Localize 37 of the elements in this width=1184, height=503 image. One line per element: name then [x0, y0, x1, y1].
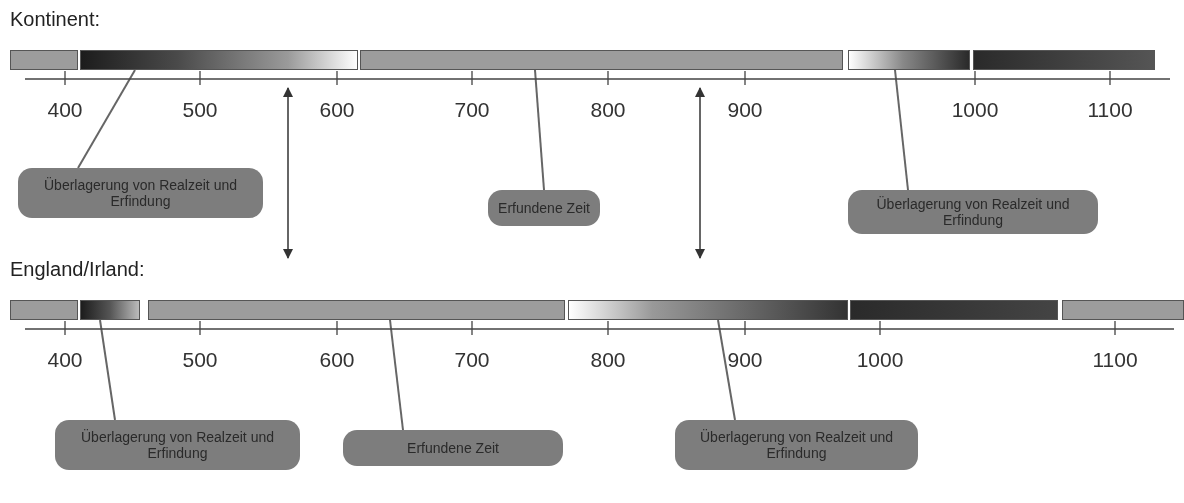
timeline-heading: England/Irland: [10, 258, 145, 281]
axis-tick-label: 1000 [951, 98, 999, 122]
callout-bubble: Überlagerung von Realzeit und Erfindung [675, 420, 918, 470]
timeline-bar-segment [973, 50, 1155, 70]
timeline-bar-segment [80, 300, 140, 320]
callout-bubble: Überlagerung von Realzeit und Erfindung [848, 190, 1098, 234]
axis-tick-label: 500 [182, 348, 218, 372]
axis-tick-label: 1100 [1087, 98, 1133, 122]
axis-tick-label: 600 [319, 98, 355, 122]
timeline-bar-segment [848, 50, 970, 70]
axis-tick-label: 900 [727, 348, 763, 372]
axis-tick-label: 400 [47, 98, 83, 122]
callout-bubble: Überlagerung von Realzeit und Erfindung [55, 420, 300, 470]
timeline-heading: Kontinent: [10, 8, 101, 31]
axis-tick-label: 600 [319, 348, 355, 372]
double-arrow [695, 87, 705, 259]
timeline-bar-segment [10, 300, 78, 320]
callout-bubble: Erfundene Zeit [343, 430, 563, 466]
axis-tick-label: 700 [454, 348, 490, 372]
axis-tick-label: 400 [47, 348, 83, 372]
timeline-bar-segment [568, 300, 848, 320]
timeline-bar-segment [148, 300, 565, 320]
axis-tick-label: 1000 [856, 348, 904, 372]
axis-tick-label: 1100 [1092, 348, 1138, 372]
axis-tick-label: 500 [182, 98, 218, 122]
callout-bubble: Erfundene Zeit [488, 190, 600, 226]
axis-tick-label: 900 [727, 98, 763, 122]
timeline-bar-segment [80, 50, 358, 70]
timeline-bar-segment [850, 300, 1058, 320]
timeline-bar-segment [360, 50, 843, 70]
timeline-bar-segment [10, 50, 78, 70]
double-arrow [283, 87, 293, 259]
timeline-bar-segment [1062, 300, 1184, 320]
axis-tick-label: 700 [454, 98, 490, 122]
callout-bubble: Überlagerung von Realzeit und Erfindung [18, 168, 263, 218]
axis-tick-label: 800 [590, 98, 626, 122]
axis-tick-label: 800 [590, 348, 626, 372]
